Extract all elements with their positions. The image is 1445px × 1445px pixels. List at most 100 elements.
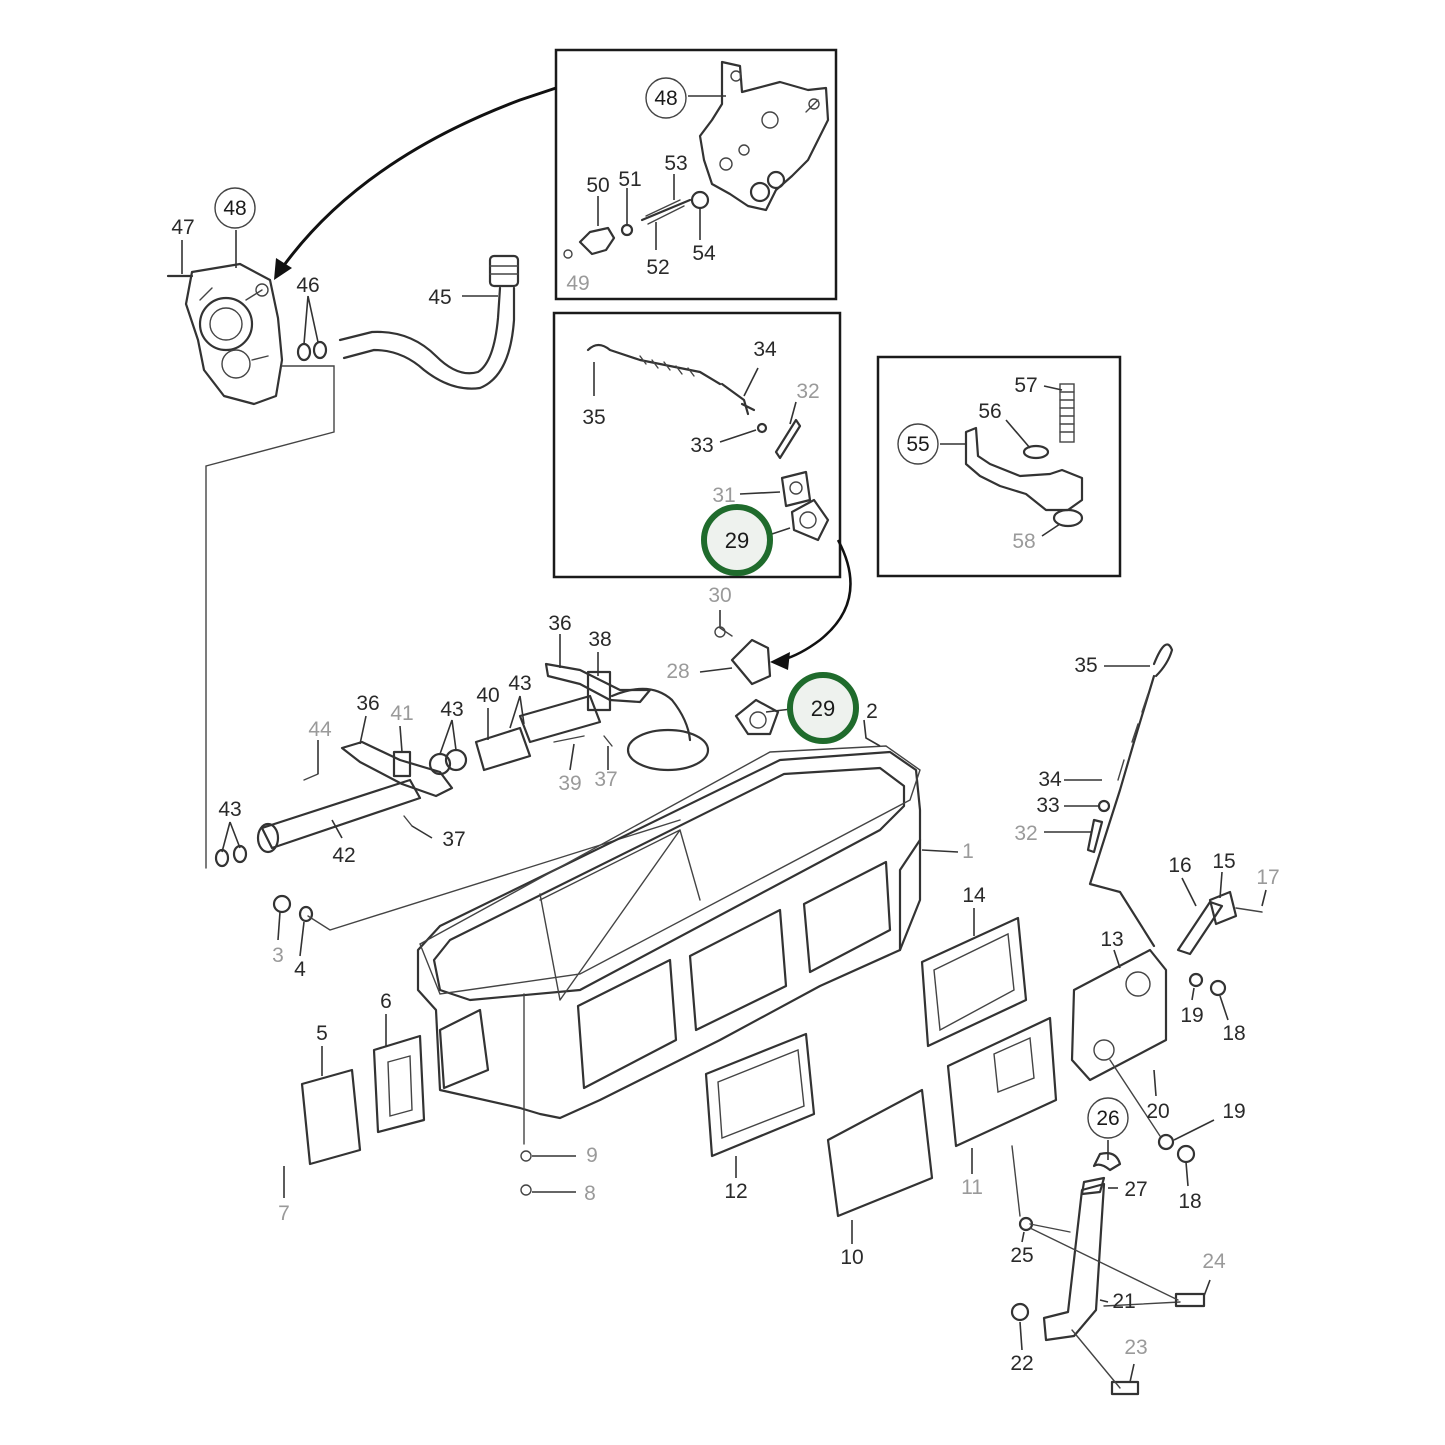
label-36-lower: 36 bbox=[356, 692, 379, 715]
label-10: 10 bbox=[840, 1246, 863, 1269]
label-56: 56 bbox=[978, 400, 1001, 423]
label-39: 39 bbox=[558, 772, 581, 795]
label-20: 20 bbox=[1146, 1100, 1169, 1123]
cover-13 bbox=[1070, 948, 1168, 1082]
oil-pan bbox=[416, 750, 922, 1196]
callout-circle-26 bbox=[1087, 1097, 1129, 1139]
dipstick bbox=[1086, 643, 1174, 948]
label-35-inset: 35 bbox=[582, 406, 605, 429]
label-24: 24 bbox=[1202, 1250, 1226, 1273]
label-42: 42 bbox=[332, 844, 355, 867]
label-28: 28 bbox=[666, 660, 689, 683]
gasket-14 bbox=[920, 916, 1028, 1048]
label-58: 58 bbox=[1012, 530, 1035, 553]
label-43-right: 43 bbox=[508, 672, 531, 695]
callout-circle-48-pump bbox=[214, 187, 256, 229]
cover-5 bbox=[300, 1068, 362, 1166]
label-54: 54 bbox=[692, 242, 716, 265]
label-30: 30 bbox=[708, 584, 731, 607]
label-38: 38 bbox=[588, 628, 611, 651]
label-46: 46 bbox=[296, 274, 319, 297]
label-18-lower: 18 bbox=[1178, 1190, 1201, 1213]
breather-16-15 bbox=[1176, 890, 1263, 997]
highlight-29-main: 29 bbox=[787, 672, 859, 744]
drain-pipe-21 bbox=[1010, 1145, 1206, 1396]
label-35-main: 35 bbox=[1074, 654, 1097, 677]
label-44: 44 bbox=[308, 718, 332, 741]
gasket-29 bbox=[734, 698, 780, 736]
oil-pump-assembly bbox=[166, 262, 284, 406]
label-19-lower: 19 bbox=[1222, 1100, 1245, 1123]
label-11: 11 bbox=[961, 1176, 983, 1199]
label-37-lower: 37 bbox=[442, 828, 465, 851]
label-47: 47 bbox=[171, 216, 194, 239]
label-29-inset: 29 bbox=[725, 528, 749, 553]
inset-pump-body bbox=[698, 60, 830, 212]
label-2: 2 bbox=[866, 700, 878, 723]
label-43-left: 43 bbox=[218, 798, 241, 821]
inset-valve-part bbox=[964, 383, 1084, 528]
label-5: 5 bbox=[316, 1022, 328, 1045]
label-16: 16 bbox=[1168, 854, 1191, 877]
label-57: 57 bbox=[1014, 374, 1037, 397]
label-22: 22 bbox=[1010, 1352, 1033, 1375]
label-40: 40 bbox=[476, 684, 499, 707]
label-4: 4 bbox=[294, 958, 306, 981]
highlight-circle-29-main bbox=[787, 672, 859, 744]
oil-delivery-pipe bbox=[296, 254, 520, 390]
label-52: 52 bbox=[646, 256, 669, 279]
label-55: 55 bbox=[906, 433, 929, 456]
label-45: 45 bbox=[428, 286, 451, 309]
label-49: 49 bbox=[566, 272, 589, 295]
highlight-29-inset: 29 bbox=[701, 504, 773, 576]
gasket-12 bbox=[704, 1032, 816, 1158]
oil-pan-gasket bbox=[419, 745, 921, 995]
label-31-inset: 31 bbox=[712, 484, 735, 507]
label-27: 27 bbox=[1124, 1178, 1147, 1201]
label-51: 51 bbox=[618, 168, 641, 191]
label-34-inset: 34 bbox=[753, 338, 777, 361]
label-32-inset: 32 bbox=[796, 380, 819, 403]
label-33-inset: 33 bbox=[690, 434, 713, 457]
inset-dipstick-detail bbox=[552, 311, 842, 579]
label-17: 17 bbox=[1256, 866, 1279, 889]
label-33-main: 33 bbox=[1036, 794, 1059, 817]
inset-small-parts bbox=[563, 190, 710, 259]
label-1: 1 bbox=[962, 840, 974, 863]
cover-11 bbox=[946, 1016, 1058, 1148]
label-41: 41 bbox=[390, 702, 413, 725]
callout-circle-48-inset bbox=[645, 77, 687, 119]
inset-dipstick-parts bbox=[586, 343, 830, 542]
inset-oil-pump-detail bbox=[554, 48, 838, 301]
label-34-main: 34 bbox=[1038, 768, 1062, 791]
label-32-main: 32 bbox=[1014, 822, 1037, 845]
arrow-inset-to-pump bbox=[274, 86, 557, 280]
label-3: 3 bbox=[272, 944, 284, 967]
gasket-6 bbox=[372, 1034, 426, 1134]
label-13: 13 bbox=[1100, 928, 1123, 951]
label-7: 7 bbox=[278, 1202, 290, 1225]
label-53: 53 bbox=[664, 152, 687, 175]
label-37-upper: 37 bbox=[594, 768, 617, 791]
label-18-upper: 18 bbox=[1222, 1022, 1245, 1045]
label-43-mid: 43 bbox=[440, 698, 463, 721]
label-36-upper: 36 bbox=[548, 612, 571, 635]
label-6: 6 bbox=[380, 990, 392, 1013]
label-25: 25 bbox=[1010, 1244, 1033, 1267]
arrow-inset-to-gasket bbox=[770, 539, 852, 670]
label-26: 26 bbox=[1096, 1107, 1119, 1130]
label-21: 21 bbox=[1112, 1290, 1135, 1313]
label-15: 15 bbox=[1212, 850, 1235, 873]
label-19-upper: 19 bbox=[1180, 1004, 1203, 1027]
label-50: 50 bbox=[586, 174, 609, 197]
gasket-28 bbox=[730, 638, 772, 686]
pump-return-line bbox=[205, 365, 335, 869]
label-12: 12 bbox=[724, 1180, 747, 1203]
callout-circle-55 bbox=[897, 423, 939, 465]
label-9: 9 bbox=[586, 1144, 598, 1167]
highlight-circle-29-inset bbox=[701, 504, 773, 576]
label-23: 23 bbox=[1124, 1336, 1147, 1359]
label-29-main: 29 bbox=[811, 696, 835, 721]
label-48-pump: 48 bbox=[223, 197, 246, 220]
